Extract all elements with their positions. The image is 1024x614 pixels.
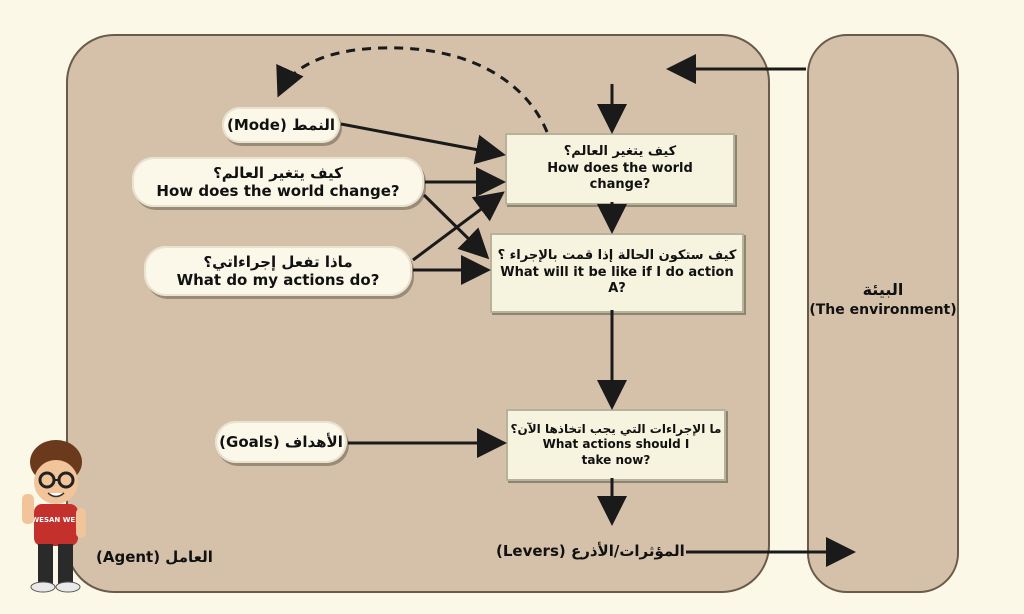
world-change-pill-en: How does the world change? bbox=[156, 182, 400, 200]
world-change-box-ar: كيف يتغير العالم؟ bbox=[563, 143, 677, 159]
mode-pill-label: النمط (Mode) bbox=[226, 116, 336, 134]
actions-to-world-arrow bbox=[412, 191, 505, 262]
levers-label: المؤثرات/الأذرع (Levers) bbox=[496, 542, 685, 560]
mode-arrow bbox=[340, 122, 506, 165]
agent-label: العامل (Agent) bbox=[96, 548, 213, 566]
actions-pill-ar: ماذا تفعل إجراءاتي؟ bbox=[203, 253, 353, 271]
decide-actions-box-ar: ما الإجراءات التي يجب اتخاذها الآن؟ bbox=[510, 421, 722, 436]
goals-pill-label: الأهداف (Goals) bbox=[219, 433, 343, 451]
action-result-box: كيف ستكون الحالة إذا قمت بالإجراء ؟ What… bbox=[490, 233, 744, 313]
world-change-pill: كيف يتغير العالم؟ How does the world cha… bbox=[132, 157, 424, 207]
mode-pill: النمط (Mode) bbox=[222, 107, 340, 143]
action-result-box-ar: كيف ستكون الحالة إذا قمت بالإجراء ؟ bbox=[497, 247, 737, 263]
world-to-action-arrow bbox=[422, 193, 490, 260]
action-result-box-en: What will it be like if I do action A? bbox=[500, 264, 734, 297]
actions-pill-en: What do my actions do? bbox=[176, 271, 380, 289]
mascot-shirt-text: WESAN WEB bbox=[31, 516, 80, 524]
mascot-illustration: WESAN WEB bbox=[22, 440, 86, 593]
actions-pill: ماذا تفعل إجراءاتي؟ What do my actions d… bbox=[144, 246, 412, 296]
goals-pill: الأهداف (Goals) bbox=[215, 421, 347, 463]
decide-actions-box: ما الإجراءات التي يجب اتخاذها الآن؟ What… bbox=[506, 409, 726, 481]
agent-panel bbox=[66, 34, 770, 593]
decide-actions-box-en: What actions should I take now? bbox=[542, 437, 690, 467]
environment-label-ar: البيئة bbox=[862, 280, 904, 299]
world-change-box: كيف يتغير العالم؟ How does the world cha… bbox=[505, 133, 735, 205]
world-change-box-en: How does the world change? bbox=[547, 160, 693, 193]
environment-panel bbox=[807, 34, 959, 593]
environment-label-en: (The environment) bbox=[809, 302, 957, 318]
world-change-pill-ar: كيف يتغير العالم؟ bbox=[213, 164, 343, 182]
dashed-feedback-arrow bbox=[276, 46, 549, 133]
